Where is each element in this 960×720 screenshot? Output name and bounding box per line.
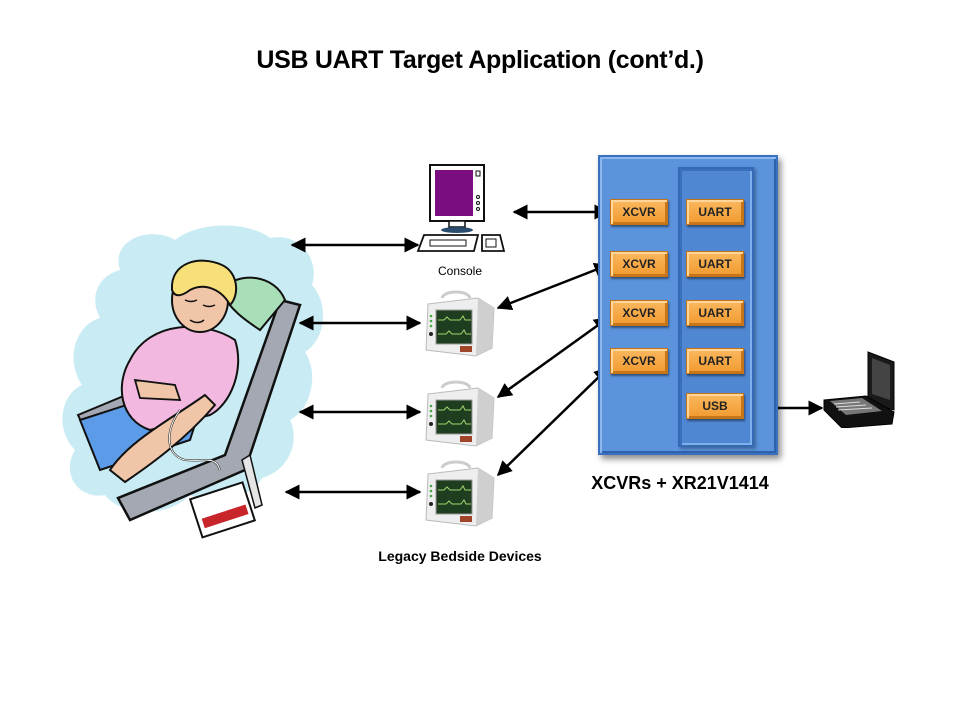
bedside-monitor-icon xyxy=(425,380,495,447)
board-label: XCVRs + XR21V1414 xyxy=(591,473,769,493)
xcvr-chip: XCVR xyxy=(610,199,668,225)
uart-chip: UART xyxy=(686,199,744,225)
bedside-monitor-icon xyxy=(425,290,495,357)
xcvr-chip: XCVR xyxy=(610,348,668,374)
console-label: Console xyxy=(437,264,483,278)
uart-chip: UART xyxy=(686,300,744,326)
slide-title: USB UART Target Application (cont’d.) xyxy=(256,46,704,74)
bedside-monitor-icon xyxy=(425,460,495,527)
uart-chip: UART xyxy=(686,348,744,374)
arrow-monitor1-xcvr-2 xyxy=(496,262,610,311)
blood-bag xyxy=(188,481,257,539)
legacy-devices-label: Legacy Bedside Devices xyxy=(378,548,542,564)
person xyxy=(108,259,240,484)
laptop-icon xyxy=(823,351,895,428)
uart-chip: UART xyxy=(686,251,744,277)
arrow-monitor3-xcvr-4 xyxy=(496,366,610,477)
xcvr-chip: XCVR xyxy=(610,300,668,326)
xcvr-chip: XCVR xyxy=(610,251,668,277)
usb-chip: USB xyxy=(686,393,744,419)
console-computer-icon xyxy=(416,164,506,252)
